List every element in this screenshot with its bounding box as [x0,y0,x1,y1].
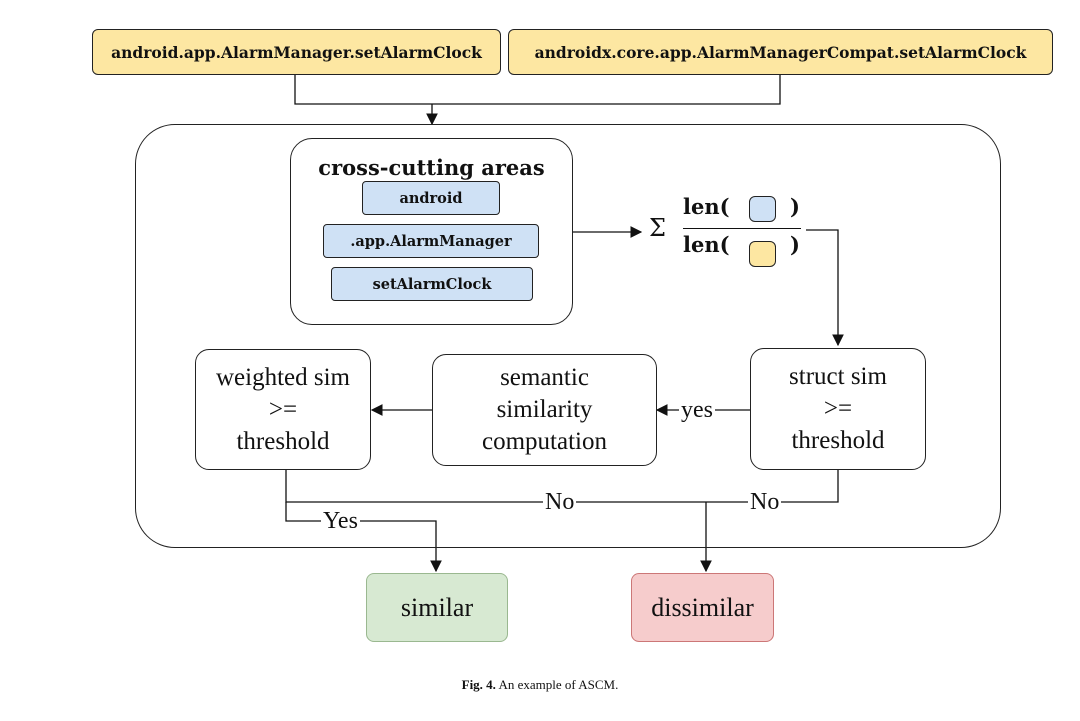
numerator-box-blue [749,196,776,222]
api-merge-line [294,75,781,105]
api-box-androidx: androidx.core.app.AlarmManagerCompat.set… [508,29,1053,75]
semantic-similarity-node: semantic similarity computation [432,354,657,466]
api-label-android: android.app.AlarmManager.setAlarmClock [111,42,482,62]
numerator-suffix: ) [790,194,800,219]
result-similar: similar [366,573,508,642]
denominator-prefix: len( [683,232,730,257]
result-label: similar [400,592,474,622]
edge-label-no-left: No [543,489,577,515]
node-line: weighted sim [215,363,350,391]
figure-caption: Fig. 4. An example of ASCM. [0,677,1080,693]
numerator-prefix: len( [683,194,730,219]
area-label: android [399,189,463,207]
edge-label-yes-similar: Yes [321,508,360,534]
denominator-box-yellow [749,241,776,267]
area-android: android [362,181,500,215]
caption-label: Fig. 4. [461,677,496,692]
area-setalarmclock: setAlarmClock [331,267,533,301]
result-dissimilar: dissimilar [631,573,774,642]
edge-label-no-right: No [748,489,782,515]
area-app-alarmmanager: .app.AlarmManager [323,224,539,258]
node-line: struct sim [789,363,887,390]
result-label: dissimilar [651,592,754,622]
weighted-yes-line [285,502,442,573]
area-label: .app.AlarmManager [350,232,512,250]
node-line: semantic [500,364,589,391]
weighted-sim-node: weighted sim >= threshold [195,349,371,470]
node-line: similarity [496,396,593,423]
node-line: threshold [236,427,330,455]
node-line: >= [268,395,298,423]
node-line: computation [482,428,607,455]
node-line: >= [823,395,853,422]
api-label-androidx: androidx.core.app.AlarmManagerCompat.set… [534,42,1027,62]
edge-label-yes-semantic: yes [679,397,715,423]
node-line: threshold [791,427,885,454]
denominator-suffix: ) [790,232,800,257]
caption-text: An example of ASCM. [498,677,619,692]
api-box-android: android.app.AlarmManager.setAlarmClock [92,29,501,75]
formula-to-struct-arrow [806,229,844,347]
sigma-symbol: Σ [649,214,666,242]
fraction-bar [683,228,801,229]
cross-cutting-title: cross-cutting areas [318,155,545,180]
ascm-container [135,124,1001,548]
formula: Σ len( ) len( ) [645,190,810,280]
area-label: setAlarmClock [372,275,492,293]
struct-sim-node: struct sim >= threshold [750,348,926,470]
